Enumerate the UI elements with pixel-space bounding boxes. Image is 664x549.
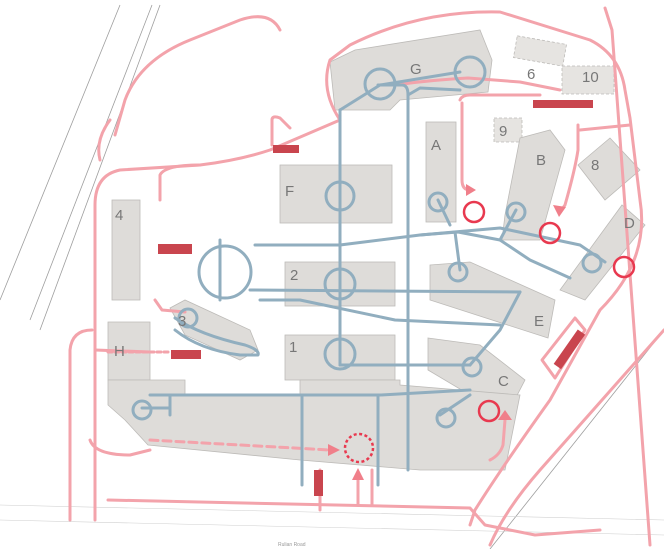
label-4: 4 — [115, 207, 123, 224]
label-f: F — [285, 183, 294, 200]
arrow-to-c — [488, 418, 507, 462]
label-e: E — [534, 313, 544, 330]
entry-marker-d — [612, 255, 636, 279]
label-6: 6 — [527, 66, 535, 83]
label-1: 1 — [289, 339, 297, 356]
label-h: H — [114, 343, 125, 360]
arrow-north-entry — [270, 115, 292, 147]
label-b: B — [536, 152, 546, 169]
node-g-east — [453, 55, 487, 89]
building-labels: G 6 10 9 A B 8 D F 4 2 E 3 1 H C Rulian … — [114, 61, 635, 548]
parking-block-east — [553, 329, 586, 370]
building-d — [559, 204, 646, 301]
node-b — [505, 201, 527, 223]
dashed-arrow-to-plaza — [148, 438, 332, 452]
parking-block-h — [171, 350, 201, 359]
building-10 — [561, 65, 615, 95]
node-central-large — [197, 244, 253, 300]
building-6 — [513, 35, 567, 67]
access-arrows — [106, 101, 580, 507]
diagonal-road-lines — [0, 4, 664, 549]
node-3 — [177, 307, 199, 329]
entry-markers — [343, 200, 636, 464]
parking-block-north — [533, 100, 593, 108]
arrow-to-a — [460, 101, 472, 192]
label-9: 9 — [499, 123, 507, 140]
node-1 — [323, 337, 357, 371]
label-d: D — [624, 215, 635, 232]
node-a — [427, 191, 449, 213]
label-2: 2 — [290, 267, 298, 284]
buildings — [107, 29, 646, 471]
road-label: Rulian Road — [278, 542, 306, 548]
node-g-west — [363, 67, 397, 101]
label-g: G — [410, 61, 422, 78]
node-c — [461, 356, 483, 378]
node-south — [435, 407, 457, 429]
parking-blocks — [158, 100, 593, 496]
entry-marker-a — [462, 200, 486, 224]
parking-block-west — [158, 244, 192, 254]
node-2 — [323, 267, 357, 301]
label-c: C — [498, 373, 509, 390]
label-10: 10 — [582, 69, 599, 86]
building-b — [501, 129, 566, 241]
building-f — [279, 164, 393, 224]
node-f — [324, 180, 356, 212]
arrow-to-b — [558, 123, 580, 214]
label-3: 3 — [178, 313, 186, 330]
network-nodes — [131, 55, 603, 429]
parking-block-gate — [273, 145, 299, 153]
building-4 — [111, 199, 141, 301]
node-d — [581, 252, 603, 274]
parking-block-south — [314, 470, 323, 496]
building-9 — [493, 117, 523, 143]
label-8: 8 — [591, 157, 599, 174]
entry-marker-b — [538, 221, 562, 245]
internal-network — [140, 70, 607, 487]
building-8 — [577, 137, 641, 201]
node-e — [447, 261, 469, 283]
node-h — [131, 399, 153, 421]
entry-marker-plaza — [343, 432, 375, 464]
label-a: A — [431, 137, 441, 154]
entry-marker-c — [477, 399, 501, 423]
perimeter-route — [68, 6, 664, 547]
